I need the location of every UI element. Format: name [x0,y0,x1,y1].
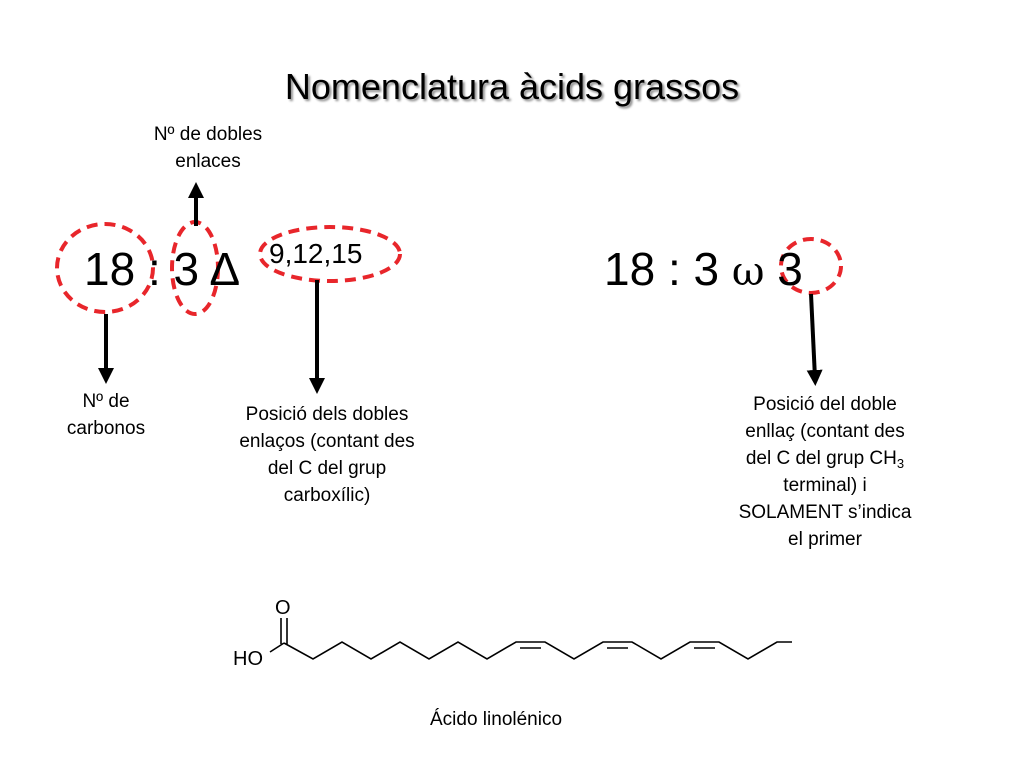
label-line: carbonos [66,417,146,439]
label-line: Nº de dobles [153,124,263,145]
omega-symbol: ω [731,249,765,295]
label-line: carboxílic) [283,484,371,506]
oxygen-atom-label: O [275,597,291,619]
omega-double-bond-count: 3 [693,243,720,295]
delta-double-bond-count: 3 [173,243,200,295]
omega-position-arrow [806,293,823,386]
positions-highlight-circle [258,225,402,283]
label-line: del C del grup CH3 [710,446,940,473]
omega-separator: : [667,243,681,295]
label-line: Posició del doble [753,394,897,415]
delta-symbol: Δ [209,243,241,295]
compound-name: Ácido linolénico [430,709,563,730]
omega-position-highlight-circle [779,237,843,295]
delta-separator: : [147,243,161,295]
label-line: el primer [788,529,862,551]
label-line: Posició dels dobles [245,404,409,425]
ch3-prefix: del C del grup CH [745,447,897,469]
page-title: Nomenclatura àcids grassos [284,66,740,107]
hydroxyl-group-label: HO [233,648,263,670]
delta-notation: 18 : 3 Δ [84,246,240,292]
label-line: SOLAMENT s’indica [738,502,912,524]
delta-carbon-count: 18 [84,243,136,295]
label-line: enllaç (contant des [745,420,905,442]
label-line: terminal) i [783,475,867,497]
delta-positions-label: Posició dels dobles enlaços (contant des… [207,402,447,510]
double-bonds-count-label: Nº de dobles enlaces [120,122,296,176]
omega-position: 3 [777,243,803,295]
delta-positions: 9,12,15 [269,238,363,269]
carbon-count-label: Nº de carbonos [40,389,172,443]
ch3-subscript: 3 [896,455,905,471]
omega-notation: 18 : 3 ω 3 [604,246,803,292]
omega-carbon-count: 18 [604,243,656,295]
carbons-highlight-circle [55,222,155,314]
label-line: enlaces [175,150,241,172]
linolenic-acid-structure [269,618,792,660]
label-line: Nº de [82,391,130,412]
label-line: del C del grup [267,457,387,479]
label-line: enlaços (contant des [239,430,415,452]
omega-position-label: Posició del doble enllaç (contant des de… [710,392,940,554]
